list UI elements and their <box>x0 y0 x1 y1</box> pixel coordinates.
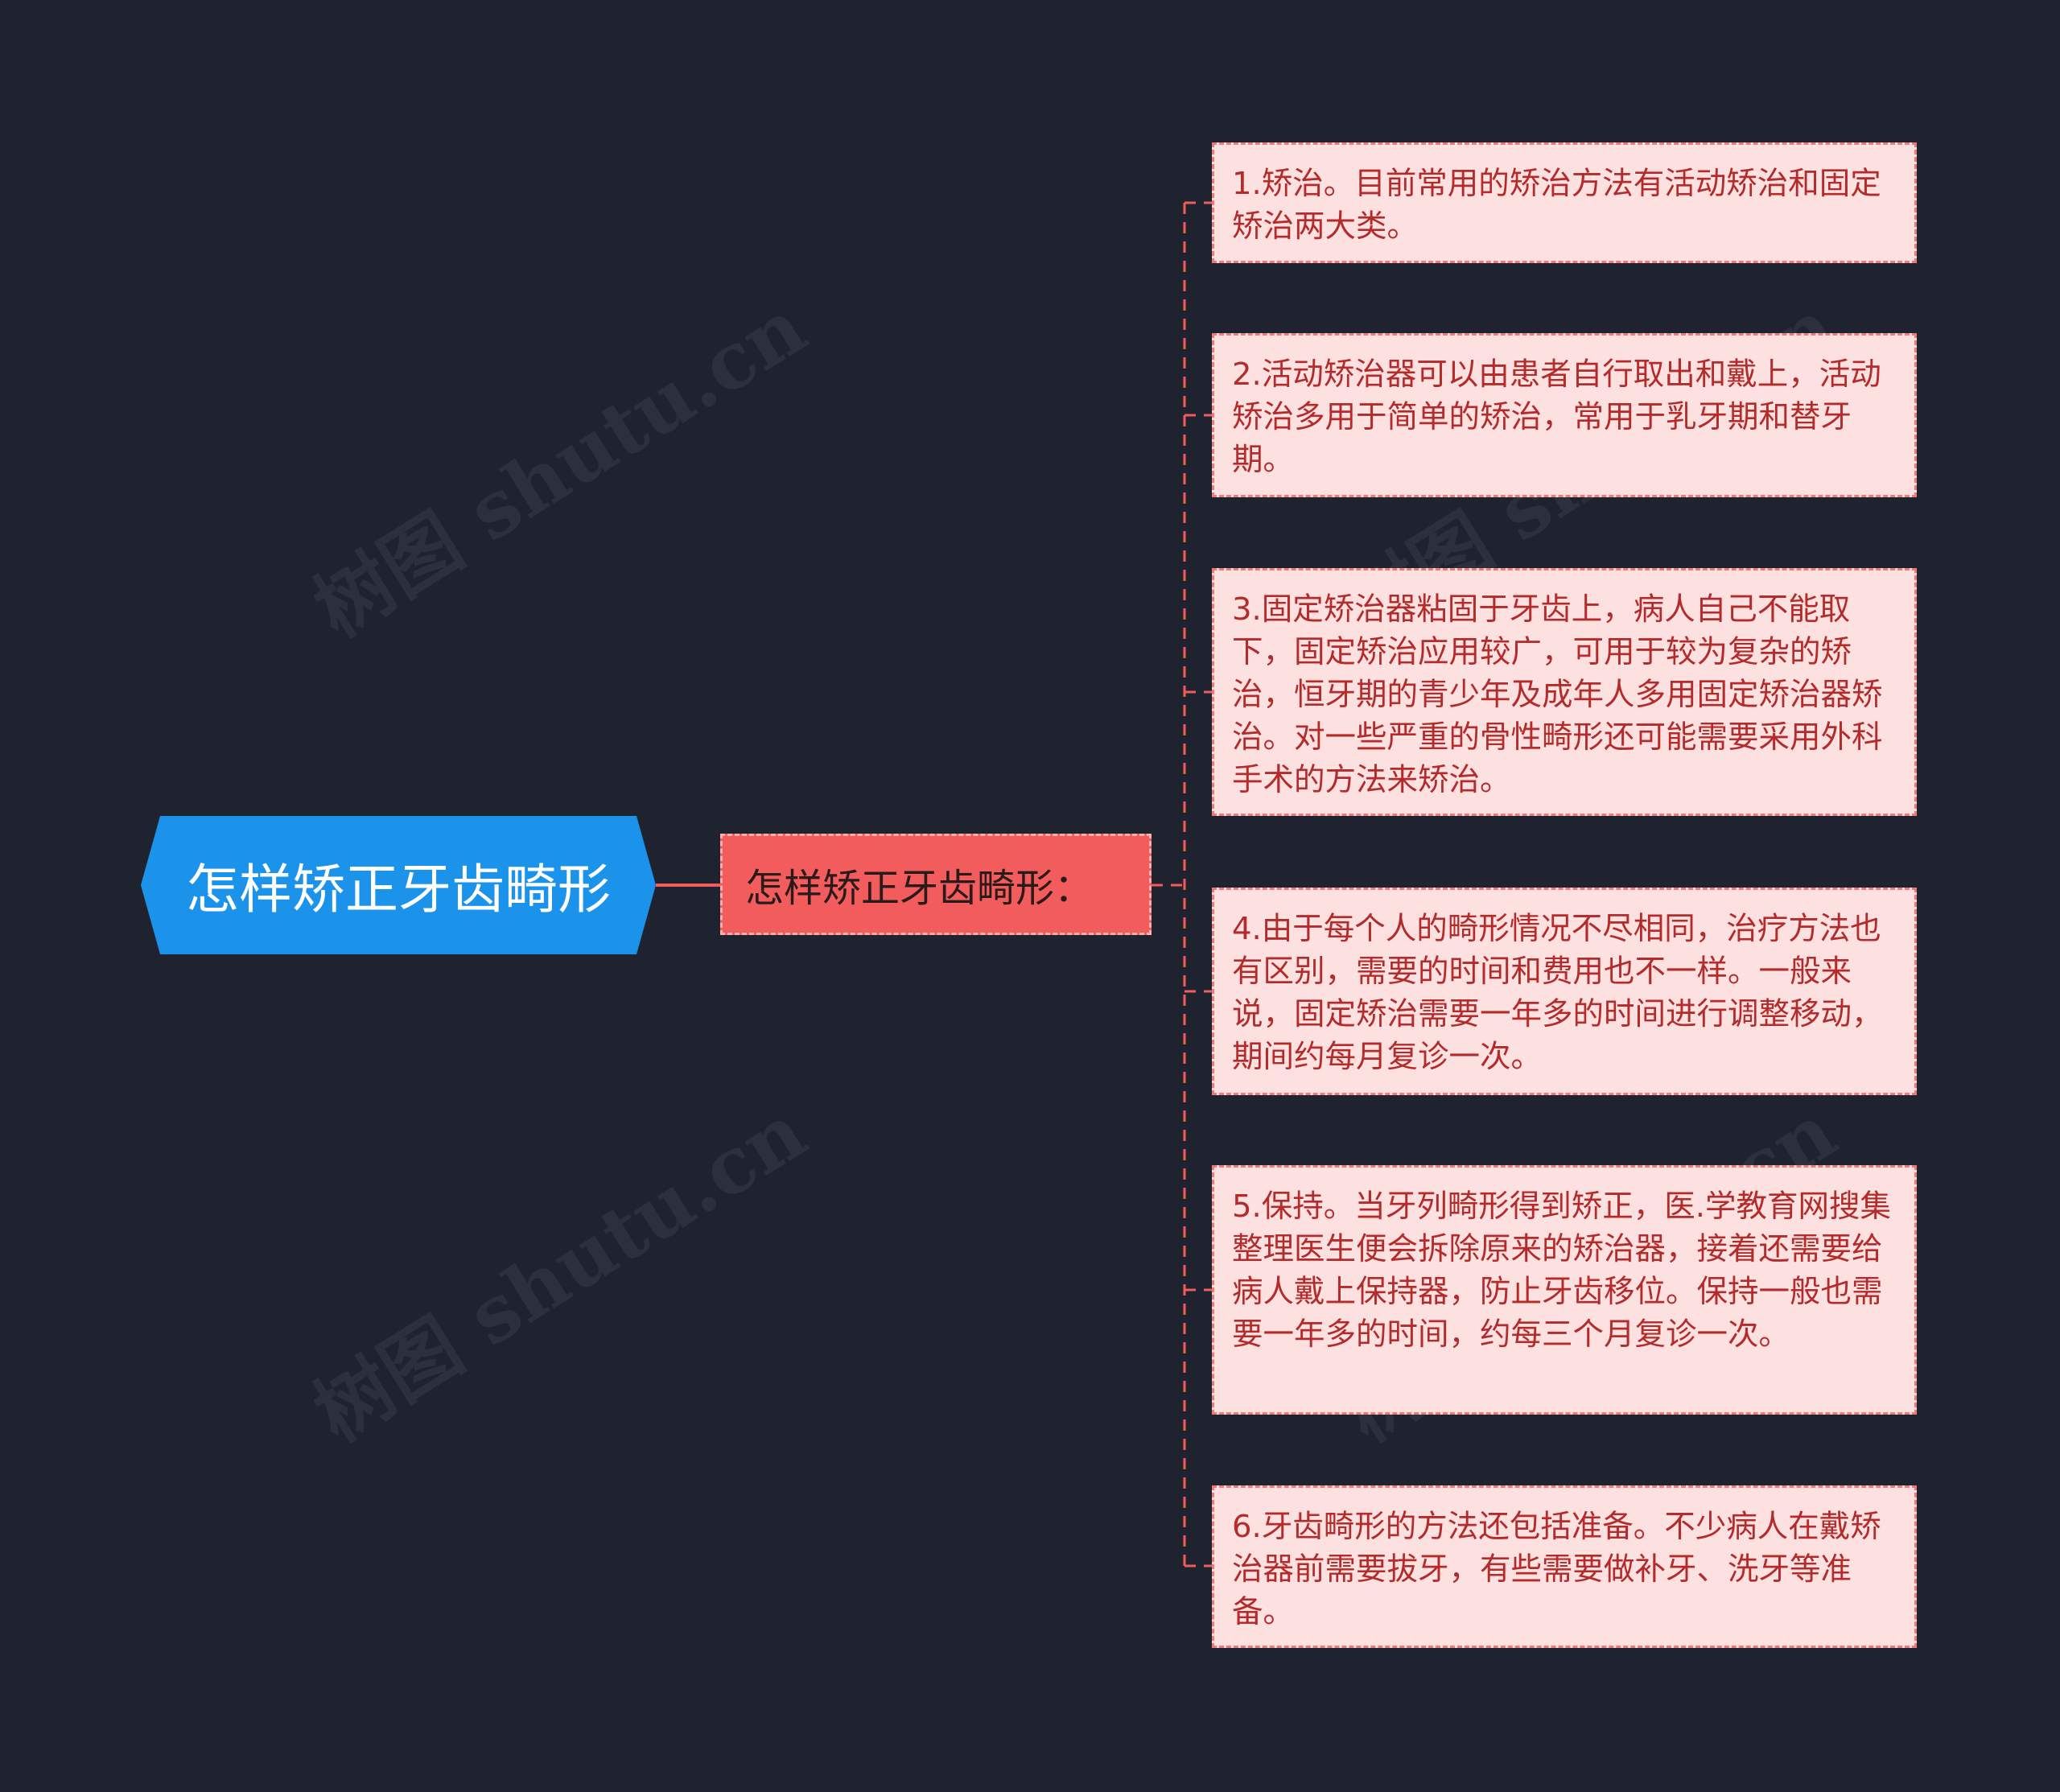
leaf-text: 1.矫治。目前常用的矫治方法有活动矫治和固定矫治两大类。 <box>1232 166 1881 245</box>
leaf-node-3[interactable]: 3.固定矫治器粘固于牙齿上，病人自己不能取下，固定矫治应用较广，可用于较为复杂的… <box>1212 568 1917 816</box>
leaf-text: 2.活动矫治器可以由患者自行取出和戴上，活动矫治多用于简单的矫治，常用于乳牙期和… <box>1232 356 1881 478</box>
leaf-node-4[interactable]: 4.由于每个人的畸形情况不尽相同，治疗方法也有区别，需要的时间和费用也不一样。一… <box>1212 888 1917 1095</box>
leaf-text: 3.固定矫治器粘固于牙齿上，病人自己不能取下，固定矫治应用较广，可用于较为复杂的… <box>1232 591 1883 798</box>
leaf-text: 6.牙齿畸形的方法还包括准备。不少病人在戴矫治器前需要拔牙，有些需要做补牙、洗牙… <box>1232 1509 1881 1630</box>
leaf-node-5[interactable]: 5.保持。当牙列畸形得到矫正，医.学教育网搜集整理医生便会拆除原来的矫治器，接着… <box>1212 1165 1917 1415</box>
subtopic-label: 怎样矫正牙齿畸形： <box>745 866 1094 911</box>
leaf-node-6[interactable]: 6.牙齿畸形的方法还包括准备。不少病人在戴矫治器前需要拔牙，有些需要做补牙、洗牙… <box>1212 1485 1917 1648</box>
leaf-node-2[interactable]: 2.活动矫治器可以由患者自行取出和戴上，活动矫治多用于简单的矫治，常用于乳牙期和… <box>1212 333 1917 497</box>
leaf-node-1[interactable]: 1.矫治。目前常用的矫治方法有活动矫治和固定矫治两大类。 <box>1212 142 1917 263</box>
subtopic-node[interactable]: 怎样矫正牙齿畸形： <box>720 834 1152 935</box>
root-topic-label: 怎样矫正牙齿畸形 <box>186 859 611 921</box>
leaf-text: 5.保持。当牙列畸形得到矫正，医.学教育网搜集整理医生便会拆除原来的矫治器，接着… <box>1232 1188 1891 1353</box>
root-topic[interactable]: 怎样矫正牙齿畸形 <box>141 816 656 954</box>
leaf-text: 4.由于每个人的畸形情况不尽相同，治疗方法也有区别，需要的时间和费用也不一样。一… <box>1232 911 1883 1075</box>
